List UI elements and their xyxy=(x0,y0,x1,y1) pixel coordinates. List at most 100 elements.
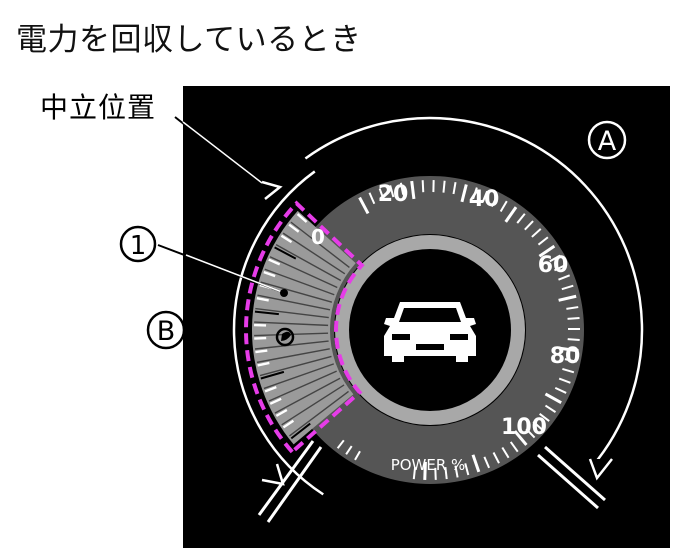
unit-label: POWER % xyxy=(391,456,466,474)
scale-tick xyxy=(423,461,427,480)
callout-1-leader-white xyxy=(185,254,283,293)
charge-zone-tick xyxy=(274,246,297,260)
arc-arrowheads xyxy=(261,180,613,486)
charge-zone-line xyxy=(254,340,329,350)
scale-tick xyxy=(358,196,370,215)
scale-tick xyxy=(544,392,562,405)
scale-tick xyxy=(558,294,577,302)
scale-tick xyxy=(558,377,571,384)
charge-zone-tick xyxy=(257,361,270,367)
divider-lines xyxy=(257,440,606,523)
charge-zone-line xyxy=(268,370,337,402)
page-title: 電力を回収しているとき xyxy=(16,22,362,58)
scale-tick xyxy=(554,264,566,272)
divider-line-right-2 xyxy=(537,453,599,510)
scale-label-80: 80 xyxy=(550,344,581,369)
scale-tick xyxy=(492,452,500,464)
scale-tick xyxy=(554,386,567,394)
arrowhead-top-left xyxy=(261,180,283,200)
scale-tick xyxy=(336,439,345,449)
scale-tick xyxy=(464,463,470,476)
charge-range-arc-inner xyxy=(226,165,320,501)
scale-tick xyxy=(549,254,561,263)
charge-zone-line xyxy=(259,355,332,377)
scale-tick xyxy=(389,185,395,198)
scale-tick xyxy=(412,467,417,480)
charge-zone xyxy=(251,210,356,445)
callout-B: B xyxy=(146,310,186,350)
charge-zone-tick xyxy=(260,370,285,380)
scale-tick xyxy=(472,187,478,200)
inner-ring xyxy=(335,235,525,425)
charge-zone-line xyxy=(263,363,335,390)
charge-zone-tick xyxy=(282,419,295,429)
charge-zone-tick xyxy=(288,223,300,233)
charge-zone-line xyxy=(254,332,329,337)
scale-tick xyxy=(354,450,361,461)
charge-zone-tick xyxy=(264,386,277,393)
scale-tick xyxy=(501,447,510,459)
scale-tick xyxy=(560,346,579,353)
scale-tick xyxy=(471,454,481,473)
scale-tick xyxy=(538,244,556,258)
divider-line-left-2 xyxy=(257,440,315,516)
callout-B-text: B xyxy=(157,316,176,347)
scale-label-20: 20 xyxy=(378,182,409,207)
callout-1-dot xyxy=(280,289,288,297)
scale-tick xyxy=(490,195,499,208)
charge-zone-tick xyxy=(255,349,268,354)
scale-tick xyxy=(525,428,536,439)
scale-ticks xyxy=(336,180,581,480)
scale-label-40: 40 xyxy=(469,187,500,212)
charge-zone-line xyxy=(282,232,346,275)
charge-zone-tick xyxy=(280,234,293,244)
scale-tick xyxy=(561,284,574,291)
scale-tick xyxy=(558,274,571,281)
charge-zone-line xyxy=(256,348,330,364)
charge-zone-line xyxy=(264,268,335,296)
callout-A-text: A xyxy=(598,126,617,157)
charge-zone-tick xyxy=(254,336,267,340)
dial-ring xyxy=(276,175,584,484)
scale-tick xyxy=(452,182,457,195)
scale-tick xyxy=(539,413,550,422)
scale-tick xyxy=(399,182,405,195)
scale-tick xyxy=(537,236,549,246)
scale-tick xyxy=(509,441,519,453)
divider-line-left xyxy=(266,446,323,523)
divider-line-right xyxy=(544,445,606,502)
charge-zone-line xyxy=(290,221,350,269)
scale-tick xyxy=(454,465,459,478)
scale-tick xyxy=(566,306,579,310)
charge-zone-tick xyxy=(254,310,279,316)
scale-tick xyxy=(368,192,376,205)
charge-zone-line xyxy=(254,321,329,327)
charge-zone-line xyxy=(257,294,331,311)
neutral-position-leader xyxy=(174,116,259,184)
scale-tick xyxy=(499,200,508,212)
scale-label-60: 60 xyxy=(538,253,569,278)
charge-zone-line xyxy=(269,256,338,289)
charge-zone-line xyxy=(255,307,329,319)
scale-tick xyxy=(444,467,448,480)
scale-tick xyxy=(513,430,528,446)
scale-tick xyxy=(564,358,577,363)
charge-zone-line xyxy=(275,244,342,282)
charge-range-arc xyxy=(232,170,324,496)
scale-tick xyxy=(504,206,518,223)
charge-zone-tick xyxy=(268,258,281,266)
charge-zone-tick xyxy=(275,408,288,417)
scale-tick xyxy=(544,404,557,413)
eco-leaf-icon xyxy=(275,327,295,347)
charge-zone-tick xyxy=(290,422,311,440)
scale-tick xyxy=(562,368,575,374)
charge-zone-line xyxy=(274,377,341,414)
charge-zone-highlight xyxy=(244,200,365,455)
callout-1: 1 xyxy=(119,225,157,263)
scale-label-100: 100 xyxy=(501,415,547,440)
neutral-position-label: 中立位置 xyxy=(40,91,157,124)
scale-tick xyxy=(378,188,385,201)
scale-tick xyxy=(421,180,425,193)
callout-A: A xyxy=(587,120,627,160)
